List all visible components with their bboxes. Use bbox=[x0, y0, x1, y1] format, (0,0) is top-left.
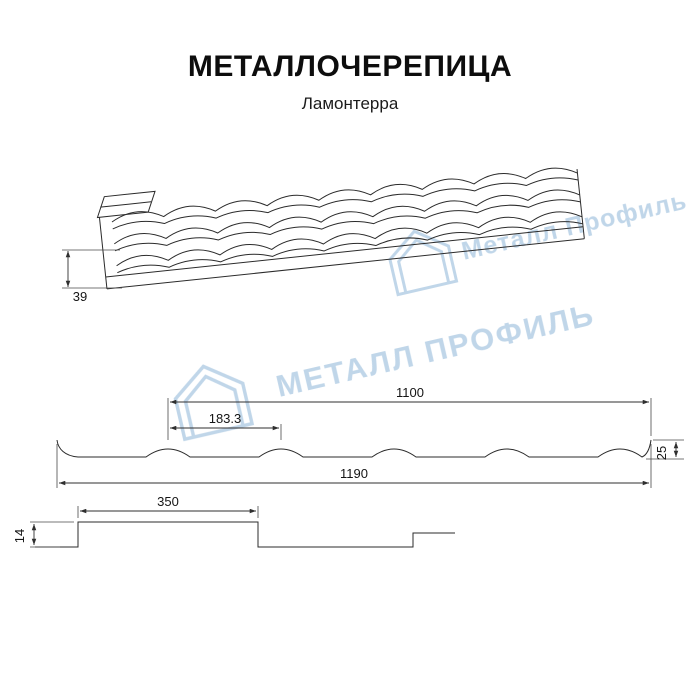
profile-curve bbox=[56, 439, 652, 458]
brand-logo-icon bbox=[383, 223, 459, 297]
dim-module-length: 350 bbox=[80, 494, 256, 514]
dim-cover-width: 1100 bbox=[170, 385, 649, 405]
dim-wave-pitch: 183.3 bbox=[170, 411, 279, 431]
gable-edge bbox=[98, 217, 108, 289]
title-block: МЕТАЛЛОЧЕРЕПИЦА Ламонтерра bbox=[0, 50, 700, 114]
dim-roof-step: 39 bbox=[62, 249, 122, 304]
dim-350-label: 350 bbox=[157, 494, 179, 509]
page-title: МЕТАЛЛОЧЕРЕПИЦА bbox=[187, 50, 513, 83]
dim-profile-height: 25 bbox=[654, 442, 679, 460]
dim-183-label: 183.3 bbox=[209, 411, 242, 426]
dim-1190-label: 1190 bbox=[340, 466, 368, 481]
dim-step-height: 14 bbox=[12, 524, 37, 545]
step-profile-curve bbox=[35, 521, 455, 548]
perspective-view: 39 bbox=[62, 165, 585, 304]
brand-logo-icon bbox=[168, 356, 254, 441]
watermark-text-upper: Металл Профиль bbox=[459, 187, 690, 266]
cross-section-view: 1100 183.3 25 1190 bbox=[56, 385, 684, 488]
eave-band bbox=[105, 226, 585, 290]
step-profile-view: 350 14 bbox=[12, 494, 455, 548]
watermark-text-lower: МЕТАЛЛ ПРОФИЛЬ bbox=[273, 296, 598, 403]
dim-25-label: 25 bbox=[654, 446, 669, 460]
dim-full-width: 1190 bbox=[59, 466, 649, 486]
dim-14-label: 14 bbox=[12, 529, 27, 543]
dim-39-label: 39 bbox=[73, 289, 87, 304]
sheet-right-edge bbox=[576, 169, 585, 239]
ridge-cap bbox=[96, 190, 156, 219]
dim-1100-label: 1100 bbox=[396, 385, 424, 400]
page-subtitle: Ламонтерра bbox=[301, 94, 399, 113]
